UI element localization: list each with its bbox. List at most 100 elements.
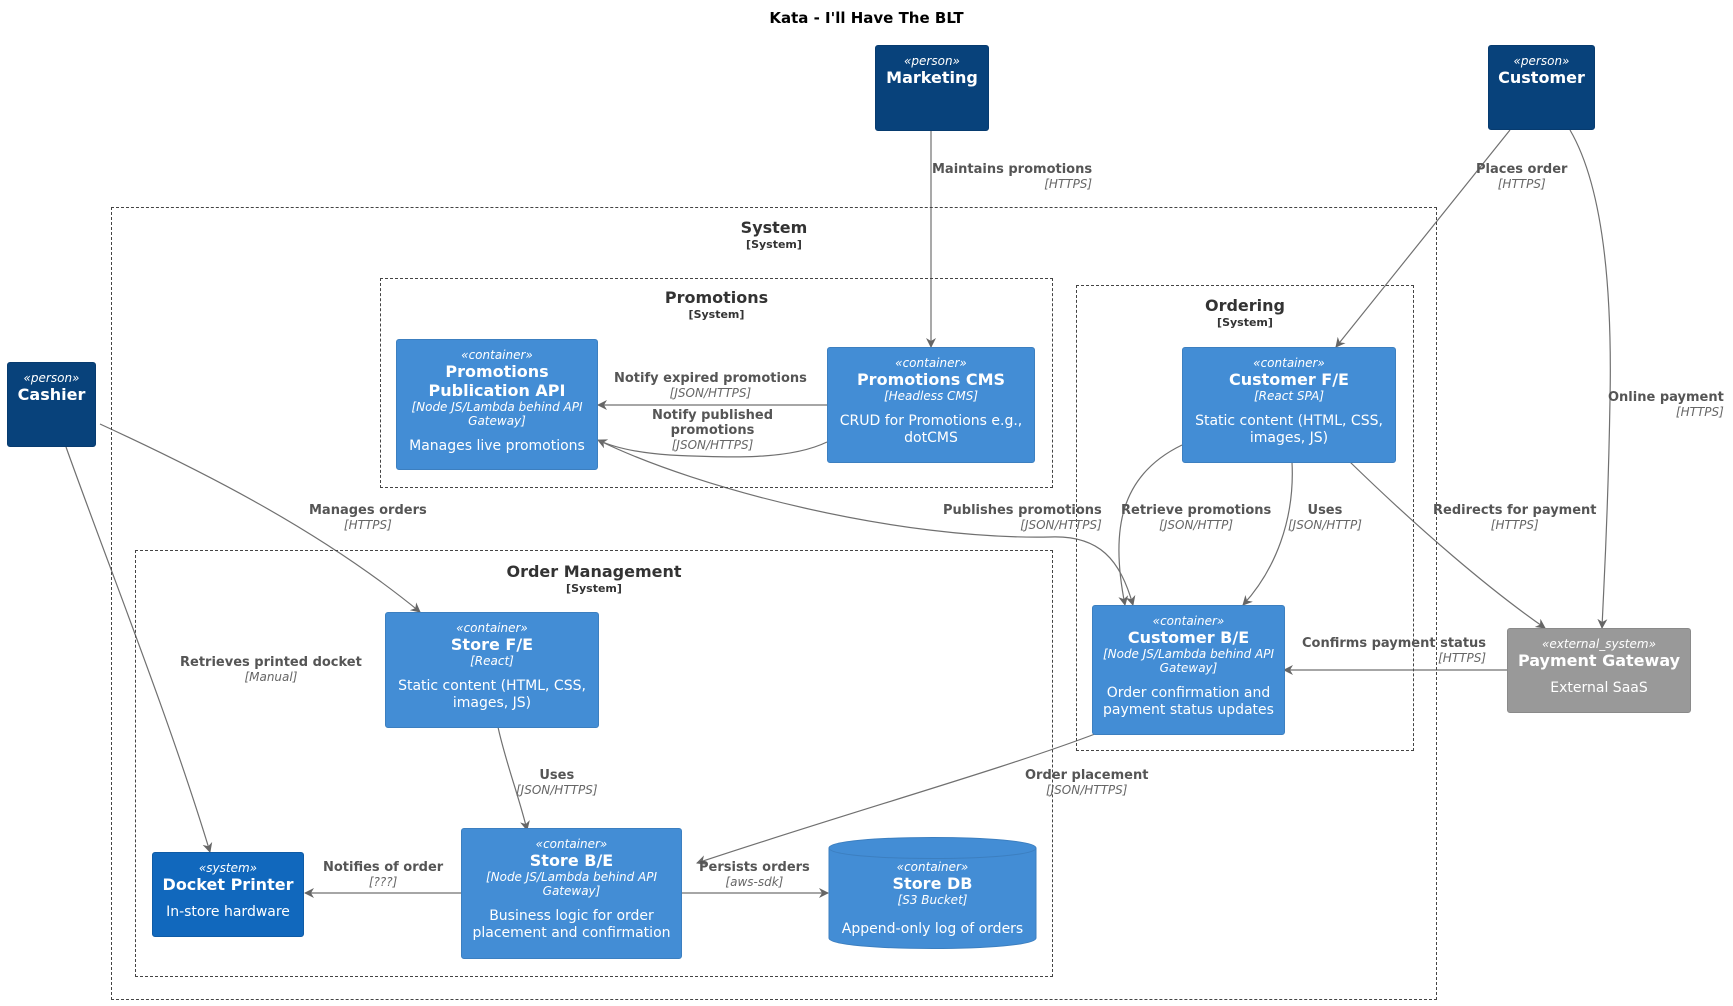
docket-printer-stereotype: «system» bbox=[198, 861, 258, 875]
rel-tech: [Manual] bbox=[244, 670, 298, 684]
rel-tech: [???] bbox=[368, 875, 398, 889]
promo-api-name: Promotions Publication API bbox=[428, 362, 566, 400]
rel-label: Places order bbox=[1476, 162, 1568, 177]
boundary-system-type: [System] bbox=[746, 238, 802, 251]
customer-be-name: Customer B/E bbox=[1127, 628, 1250, 647]
edge-manages-orders bbox=[99, 423, 421, 613]
external-payment-gateway[interactable]: «external_system» Payment Gateway Extern… bbox=[1507, 628, 1691, 713]
edge-redirects-for-payment bbox=[1349, 461, 1546, 629]
rel-label: Retrieves printed docket bbox=[180, 655, 362, 670]
person-customer-name: Customer bbox=[1498, 68, 1585, 87]
rel-redirects-for-payment: Redirects for payment [HTTPS] bbox=[1433, 503, 1597, 532]
rel-tech: [JSON/HTTPS] bbox=[1045, 783, 1128, 797]
rel-confirms-payment: Confirms payment status [HTTPS] bbox=[1302, 636, 1486, 665]
rel-tech: [JSON/HTTPS] bbox=[669, 386, 752, 400]
payment-gateway-name: Payment Gateway bbox=[1517, 651, 1681, 670]
rel-retrieves-printed-docket: Retrieves printed docket [Manual] bbox=[180, 655, 362, 684]
rel-tech: [JSON/HTTPS] bbox=[516, 783, 598, 797]
boundary-ordering: Ordering [System] bbox=[1076, 285, 1414, 751]
rel-label: Online payment bbox=[1608, 390, 1724, 405]
promo-cms-name: Promotions CMS bbox=[856, 370, 1006, 389]
rel-tech: [HTTPS] bbox=[1490, 518, 1539, 532]
container-promotions-cms[interactable]: «container» Promotions CMS [Headless CMS… bbox=[827, 347, 1035, 463]
customer-fe-tech: [React SPA] bbox=[1253, 389, 1325, 403]
rel-tech: [HTTPS] bbox=[1438, 651, 1487, 665]
boundary-order-management: Order Management [System] bbox=[135, 550, 1053, 977]
store-be-tech: [Node JS/Lambda behind API Gateway] bbox=[485, 870, 658, 898]
boundary-ordering-type: [System] bbox=[1217, 316, 1273, 329]
container-customer-fe[interactable]: «container» Customer F/E [React SPA] Sta… bbox=[1182, 347, 1396, 463]
container-store-be[interactable]: «container» Store B/E [Node JS/Lambda be… bbox=[461, 828, 682, 959]
promo-api-tech: [Node JS/Lambda behind API Gateway] bbox=[411, 400, 583, 428]
rel-tech: [JSON/HTTP] bbox=[1288, 518, 1362, 532]
store-fe-stereotype: «container» bbox=[456, 621, 528, 635]
person-marketing-stereotype: «person» bbox=[904, 54, 960, 68]
boundary-system-name: System bbox=[740, 218, 808, 237]
rel-retrieve-promotions: Retrieve promotions [JSON/HTTP] bbox=[1121, 503, 1271, 532]
payment-gateway-stereotype: «external_system» bbox=[1542, 637, 1656, 651]
rel-tech: [JSON/HTTPS] bbox=[671, 438, 754, 452]
store-db-stereotype: «container» bbox=[896, 860, 969, 874]
rel-label: Manages orders bbox=[309, 503, 427, 518]
boundary-order-management-name: Order Management bbox=[506, 562, 682, 581]
container-store-db[interactable]: «container» Store DB [S3 Bucket] Append-… bbox=[829, 840, 1036, 950]
rel-notify-published: Notify published promotions [JSON/HTTPS] bbox=[640, 408, 785, 452]
customer-be-desc: Order confirmation and payment status up… bbox=[1103, 685, 1274, 718]
store-be-name: Store B/E bbox=[529, 851, 614, 870]
customer-fe-name: Customer F/E bbox=[1229, 370, 1349, 389]
edge-retrieves-docket bbox=[65, 446, 213, 853]
container-customer-be[interactable]: «container» Customer B/E [Node JS/Lambda… bbox=[1092, 605, 1285, 735]
person-marketing[interactable]: «person» Marketing bbox=[875, 45, 989, 131]
promo-cms-desc: CRUD for Promotions e.g., dotCMS bbox=[839, 413, 1023, 446]
store-db-cylinder bbox=[828, 837, 1037, 949]
edge-uses-store bbox=[497, 726, 530, 831]
boundary-promotions: Promotions [System] bbox=[380, 278, 1053, 488]
rel-tech: [HTTPS] bbox=[1044, 177, 1093, 191]
payment-gateway-desc: External SaaS bbox=[1550, 680, 1648, 696]
edge-places-order bbox=[1335, 129, 1511, 348]
person-cashier-stereotype: «person» bbox=[23, 371, 80, 385]
rel-tech: [JSON/HTTP] bbox=[1159, 518, 1234, 532]
store-db-desc: Append-only log of orders bbox=[841, 921, 1024, 937]
customer-fe-stereotype: «container» bbox=[1253, 356, 1325, 370]
container-promotions-publication-api[interactable]: «container» Promotions Publication API [… bbox=[396, 339, 598, 470]
customer-be-stereotype: «container» bbox=[1152, 614, 1225, 628]
store-fe-desc: Static content (HTML, CSS, images, JS) bbox=[398, 678, 586, 711]
boundary-ordering-name: Ordering bbox=[1204, 296, 1285, 315]
rel-label: Redirects for payment bbox=[1433, 503, 1597, 518]
rel-order-placement: Order placement [JSON/HTTPS] bbox=[1025, 768, 1148, 797]
store-fe-tech: [React] bbox=[470, 654, 514, 668]
rel-manages-orders: Manages orders [HTTPS] bbox=[309, 503, 427, 532]
person-cashier[interactable]: «person» Cashier bbox=[7, 362, 96, 447]
rel-places-order: Places order [HTTPS] bbox=[1476, 162, 1567, 191]
edge-order-placement bbox=[696, 733, 1096, 865]
store-db-name: Store DB bbox=[892, 874, 973, 893]
person-customer[interactable]: «person» Customer bbox=[1488, 45, 1595, 130]
rel-label: Maintains promotions bbox=[932, 162, 1093, 177]
customer-fe-desc: Static content (HTML, CSS, images, JS) bbox=[1195, 413, 1383, 446]
rel-label: Retrieve promotions bbox=[1121, 503, 1272, 518]
rel-uses-fe-be: Uses [JSON/HTTP] bbox=[1288, 503, 1362, 532]
rel-label: Notify expired promotions bbox=[614, 371, 807, 386]
edge-publishes-promotions bbox=[597, 439, 1136, 606]
rel-uses-store: Uses [JSON/HTTPS] bbox=[516, 768, 598, 797]
edge-uses-fe-be bbox=[1242, 461, 1293, 606]
rel-tech: [HTTPS] bbox=[1675, 405, 1724, 419]
system-docket-printer[interactable]: «system» Docket Printer In-store hardwar… bbox=[152, 852, 304, 937]
promo-cms-tech: [Headless CMS] bbox=[883, 389, 979, 403]
store-be-desc: Business logic for order placement and c… bbox=[472, 908, 671, 941]
rel-maintains-promotions: Maintains promotions [HTTPS] bbox=[932, 162, 1092, 191]
promo-api-stereotype: «container» bbox=[461, 348, 533, 362]
customer-be-tech: [Node JS/Lambda behind API Gateway] bbox=[1102, 647, 1275, 675]
rel-label: Order placement bbox=[1025, 768, 1149, 783]
rel-label: Uses bbox=[539, 768, 575, 783]
rel-label: Uses bbox=[1307, 503, 1343, 518]
person-marketing-name: Marketing bbox=[886, 68, 978, 87]
boundary-promotions-type: [System] bbox=[688, 308, 745, 321]
rel-online-payment: Online payment [HTTPS] bbox=[1608, 390, 1724, 419]
promo-api-desc: Manages live promotions bbox=[409, 438, 585, 454]
container-store-fe[interactable]: «container» Store F/E [React] Static con… bbox=[385, 612, 599, 728]
promo-cms-stereotype: «container» bbox=[895, 356, 967, 370]
docket-printer-desc: In-store hardware bbox=[166, 904, 290, 920]
